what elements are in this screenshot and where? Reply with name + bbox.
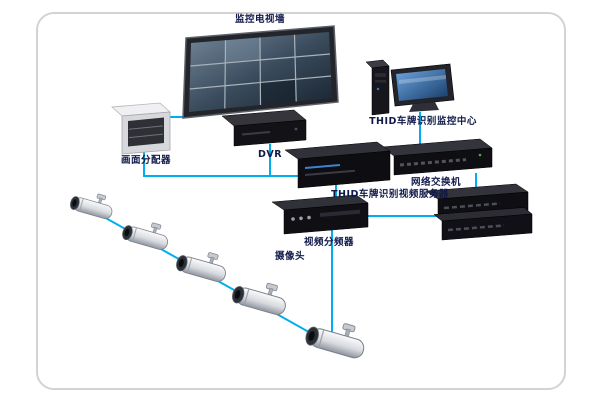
- camera-icon: [68, 186, 117, 221]
- monitor-center-label: THID车牌识别监控中心: [369, 116, 477, 127]
- rack-servers-icon: [425, 183, 533, 241]
- line-distributor-bus: [143, 152, 298, 177]
- screen-distributor-icon: [111, 102, 171, 155]
- video-server-icon: [284, 141, 391, 189]
- network-switch-label: 网络交换机: [410, 177, 462, 188]
- video-wall-icon: [182, 25, 339, 119]
- video-splitter-icon: [271, 194, 369, 235]
- camera-icon: [174, 244, 231, 284]
- camera-icon: [120, 215, 173, 252]
- dvr-label: DVR: [257, 149, 283, 160]
- network-switch-icon: [381, 138, 493, 176]
- camera-icon: [230, 274, 291, 317]
- camera-icon: [303, 313, 370, 361]
- camera-label: 摄像头: [274, 251, 306, 262]
- dvr-icon: [221, 109, 307, 147]
- video-wall-label: 监控电视墙: [234, 14, 286, 25]
- video-splitter-label: 视频分频器: [303, 237, 355, 248]
- monitor-center-icon: [365, 59, 455, 116]
- screen-distributor-label: 画面分配器: [120, 155, 172, 166]
- video-server-label: THID车牌识别视频服务器: [331, 189, 449, 200]
